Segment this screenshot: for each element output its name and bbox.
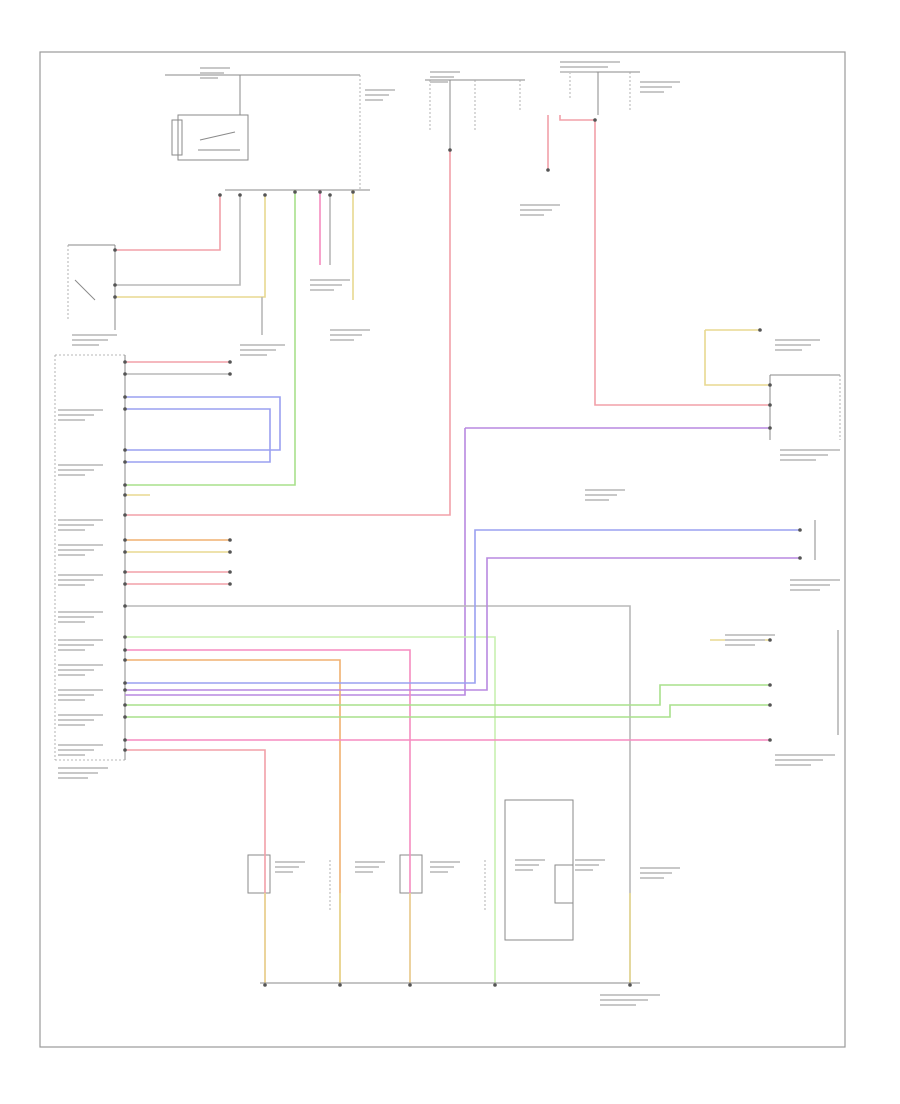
connector-pin: [228, 538, 232, 542]
connector-pin: [798, 528, 802, 532]
connector-pin: [768, 383, 772, 387]
wire-orange-27: [125, 659, 341, 985]
connector-pin: [123, 648, 127, 652]
connector-pin: [263, 193, 267, 197]
connector-pin: [123, 570, 127, 574]
wire-lgreen-25: [125, 636, 496, 985]
connector-pin: [113, 248, 117, 252]
connector-pin: [318, 190, 322, 194]
wire-green-4: [125, 190, 296, 486]
wire-green-31: [125, 704, 770, 718]
right-modules: [769, 374, 841, 735]
wire-gray-1: [115, 195, 241, 286]
connector-pin: [328, 193, 332, 197]
connector-pin: [408, 983, 412, 987]
connector-pin: [228, 582, 232, 586]
diagram-frame: [39, 51, 846, 1048]
connector-pin: [123, 604, 127, 608]
connector-pin: [546, 168, 550, 172]
connector-pin: [113, 283, 117, 287]
wire-gray-24: [125, 605, 631, 985]
connector-pin: [238, 193, 242, 197]
connector-pin: [448, 148, 452, 152]
connector-pin: [493, 983, 497, 987]
connector-pin: [113, 295, 117, 299]
wire-harness: [115, 115, 800, 985]
connector-pin: [123, 635, 127, 639]
connector-pin: [758, 328, 762, 332]
connector-pin: [123, 483, 127, 487]
connector-pin: [123, 738, 127, 742]
wire-red-8: [125, 150, 451, 516]
connector-pin: [338, 983, 342, 987]
connector-pin: [228, 550, 232, 554]
connector-pin: [593, 118, 597, 122]
connector-pin: [768, 426, 772, 430]
connector-pin: [768, 638, 772, 642]
connector-pin: [123, 681, 127, 685]
connector-pin: [293, 190, 297, 194]
connector-pin: [123, 703, 127, 707]
connector-pin: [123, 582, 127, 586]
fuse-block-top-right: [560, 71, 640, 115]
connector-pin: [123, 372, 127, 376]
connector-pin: [228, 360, 232, 364]
connector-pin: [263, 983, 267, 987]
wire-yellow-2: [115, 195, 266, 298]
connector-pin: [123, 448, 127, 452]
connector-pin: [123, 513, 127, 517]
fuse-block-top: [425, 79, 525, 150]
connector-pin: [123, 538, 127, 542]
connector-pin: [123, 715, 127, 719]
connector-pin: [123, 550, 127, 554]
wire-yellow-12: [704, 330, 770, 386]
wire-blue-28: [125, 529, 800, 684]
wire-pink-26: [125, 649, 411, 985]
wire-green-30: [125, 684, 770, 706]
connector-pin: [768, 683, 772, 687]
switch-block-left: [67, 244, 116, 330]
connector-pin: [123, 748, 127, 752]
connector-pin: [123, 407, 127, 411]
connector-pins: [113, 118, 802, 987]
connector-pin: [768, 703, 772, 707]
connector-pin: [798, 556, 802, 560]
connector-pin: [228, 372, 232, 376]
connector-pin: [351, 190, 355, 194]
connector-pin: [228, 570, 232, 574]
connector-pin: [123, 688, 127, 692]
wire-blue-18: [125, 408, 271, 463]
wire-violet-29: [125, 557, 800, 691]
wire-red-33: [125, 749, 266, 985]
connector-pin: [123, 493, 127, 497]
connector-pin: [768, 403, 772, 407]
relay-block: [165, 74, 370, 191]
bottom-components: [247, 799, 631, 941]
connector-pin: [123, 658, 127, 662]
wire-red-10: [559, 115, 770, 406]
wire-blue-17: [125, 396, 281, 451]
wire-violet-14: [125, 428, 466, 696]
connector-pin: [123, 360, 127, 364]
component-labels: [58, 61, 840, 1006]
connector-pin: [123, 460, 127, 464]
wire-red-0: [115, 195, 221, 251]
connector-pin: [218, 193, 222, 197]
connector-pin: [628, 983, 632, 987]
connector-pin: [123, 395, 127, 399]
connector-pin: [768, 738, 772, 742]
